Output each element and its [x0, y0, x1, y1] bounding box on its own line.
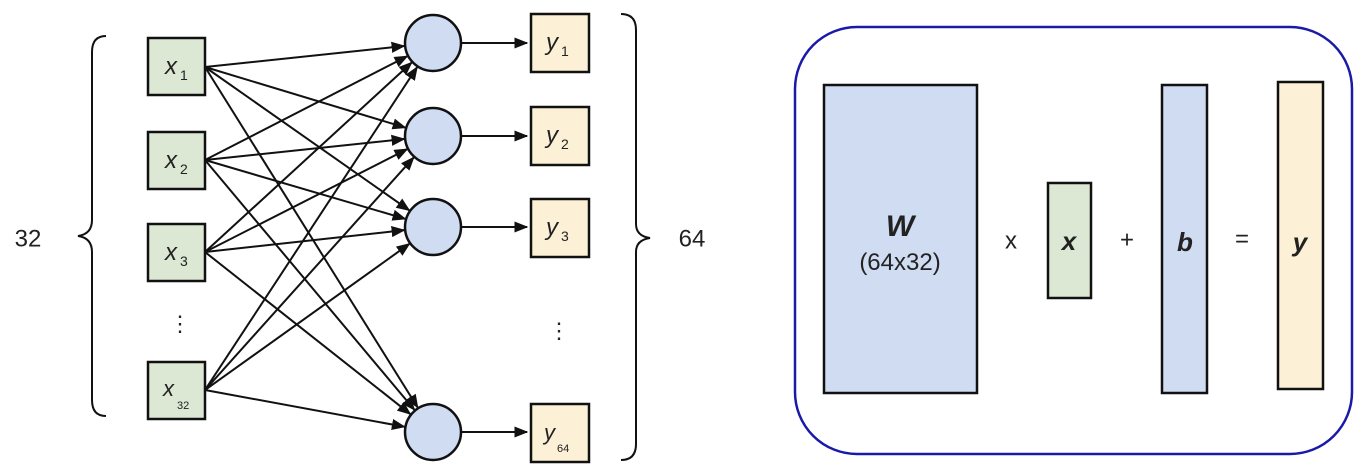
input-sub: 32 [177, 400, 189, 412]
input-node-32: x 32 [146, 360, 207, 421]
input-var: x [164, 53, 178, 80]
input-var: x [164, 147, 178, 174]
output-ellipsis: ⋮ [548, 318, 570, 343]
weight-matrix: W (64x32) [822, 83, 979, 395]
neuron-2 [403, 106, 463, 166]
connection-edge [204, 389, 406, 430]
output-node-64: y 64 [529, 402, 591, 464]
input-node-2: x 2 [146, 130, 207, 191]
weight-label: W [886, 210, 917, 243]
output-sub: 1 [561, 43, 569, 59]
connection-edge [204, 243, 411, 391]
connection-edge [204, 61, 413, 253]
input-var: x [162, 376, 175, 401]
connection-edge [204, 251, 412, 415]
bias-vector-label: b [1177, 227, 1193, 257]
times-operator: x [1005, 227, 1017, 254]
input-count-label: 32 [15, 225, 42, 252]
connection-edge [204, 159, 416, 411]
connection-edge [204, 159, 407, 221]
connection-edge [204, 148, 409, 253]
output-vector: y [1276, 80, 1325, 391]
connection-edge [204, 66, 419, 409]
output-brace [620, 13, 651, 461]
output-node-3: y 3 [529, 197, 591, 259]
output-var: y [544, 214, 560, 241]
connection-edge [204, 225, 406, 253]
output-node-1: y 1 [529, 12, 591, 74]
input-sub: 2 [180, 161, 188, 177]
connection-edge [204, 66, 407, 130]
connection-edge [204, 134, 406, 161]
connection-edge [204, 66, 418, 391]
connections [204, 41, 419, 430]
neuron-64 [403, 402, 463, 462]
input-vector: x [1046, 181, 1093, 300]
input-node-3: x 3 [146, 222, 207, 283]
connection-edge [204, 156, 415, 391]
input-brace [77, 35, 107, 417]
output-sub: 64 [557, 443, 569, 455]
input-vector-label: x [1060, 226, 1078, 256]
connection-edge [204, 55, 409, 161]
output-var: y [544, 29, 560, 56]
neuron-1 [403, 13, 463, 73]
input-ellipsis: ⋮ [169, 311, 191, 336]
connection-edge [204, 66, 411, 212]
output-var: y [544, 122, 560, 149]
output-sub: 3 [561, 228, 569, 244]
output-vector-label: y [1291, 227, 1309, 257]
output-var: y [542, 420, 557, 445]
bias-vector: b [1160, 83, 1209, 395]
equals-operator: = [1235, 225, 1249, 252]
plus-operator: + [1120, 226, 1134, 253]
output-count-label: 64 [679, 225, 706, 252]
input-sub: 1 [180, 67, 188, 83]
output-node-2: y 2 [529, 105, 591, 167]
neuron-3 [403, 197, 463, 257]
input-sub: 3 [180, 253, 188, 269]
connection-edge [204, 41, 406, 68]
weight-dims: (64x32) [859, 249, 940, 276]
input-node-1: x 1 [146, 36, 207, 97]
input-var: x [164, 239, 178, 266]
output-sub: 2 [561, 136, 569, 152]
